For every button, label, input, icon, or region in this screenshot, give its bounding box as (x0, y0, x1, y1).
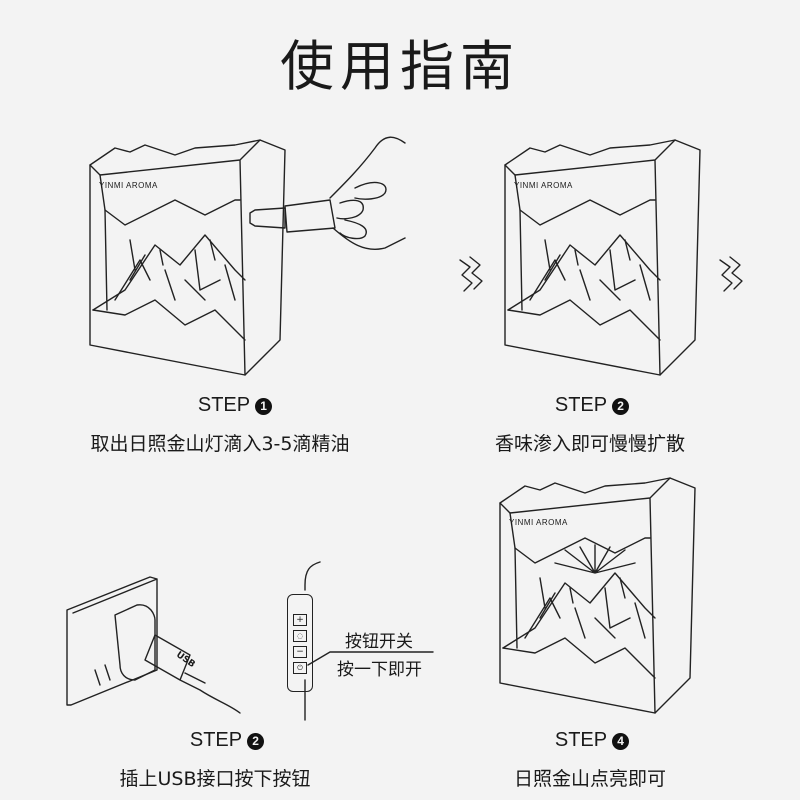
step-number-badge: 2 (612, 398, 630, 415)
hand-dropper-icon (249, 136, 406, 250)
step-number-badge: 1 (255, 398, 273, 415)
step-text: STEP (554, 394, 608, 416)
vibration-right-icon (719, 256, 743, 292)
cable-icon (304, 561, 321, 721)
step-2-description: 香味渗入即可慢慢扩散 (494, 433, 685, 455)
button-label-line1: 按钮开关 (345, 632, 413, 652)
switch-controller (287, 594, 313, 692)
brand-label: YINMI AROMA (509, 518, 568, 527)
minus-button[interactable]: − (293, 646, 307, 658)
step-1-description: 取出日照金山灯滴入3-5滴精油 (90, 433, 350, 455)
callout-line (307, 651, 434, 666)
aroma-lamp-illustration-2 (504, 139, 701, 376)
aroma-lamp-illustration-1 (89, 139, 286, 376)
brand-label: YINMI AROMA (99, 181, 158, 190)
page-title: 使用指南 (280, 35, 520, 98)
vibration-left-icon (459, 256, 483, 292)
button-label-line2: 按一下即开 (337, 660, 422, 680)
step-number-badge: 2 (247, 733, 265, 750)
light-rays-icon (554, 544, 636, 574)
usb-adapter-illustration (66, 576, 241, 714)
brand-label: YINMI AROMA (514, 181, 573, 190)
power-button[interactable]: ⏻ (293, 662, 307, 674)
aroma-lamp-illustration-4 (499, 477, 696, 714)
step-text: STEP (197, 394, 251, 416)
step-4-description: 日照金山点亮即可 (513, 768, 666, 790)
step-text: STEP (189, 729, 243, 751)
plus-button[interactable]: + (293, 614, 307, 626)
step-3-description: 插上USB接口按下按钮 (119, 768, 311, 790)
controller-buttons: + ◌ − ⏻ (293, 614, 307, 674)
step-text: STEP (554, 729, 608, 751)
mode-button[interactable]: ◌ (293, 630, 307, 642)
step-number-badge: 4 (612, 733, 630, 750)
